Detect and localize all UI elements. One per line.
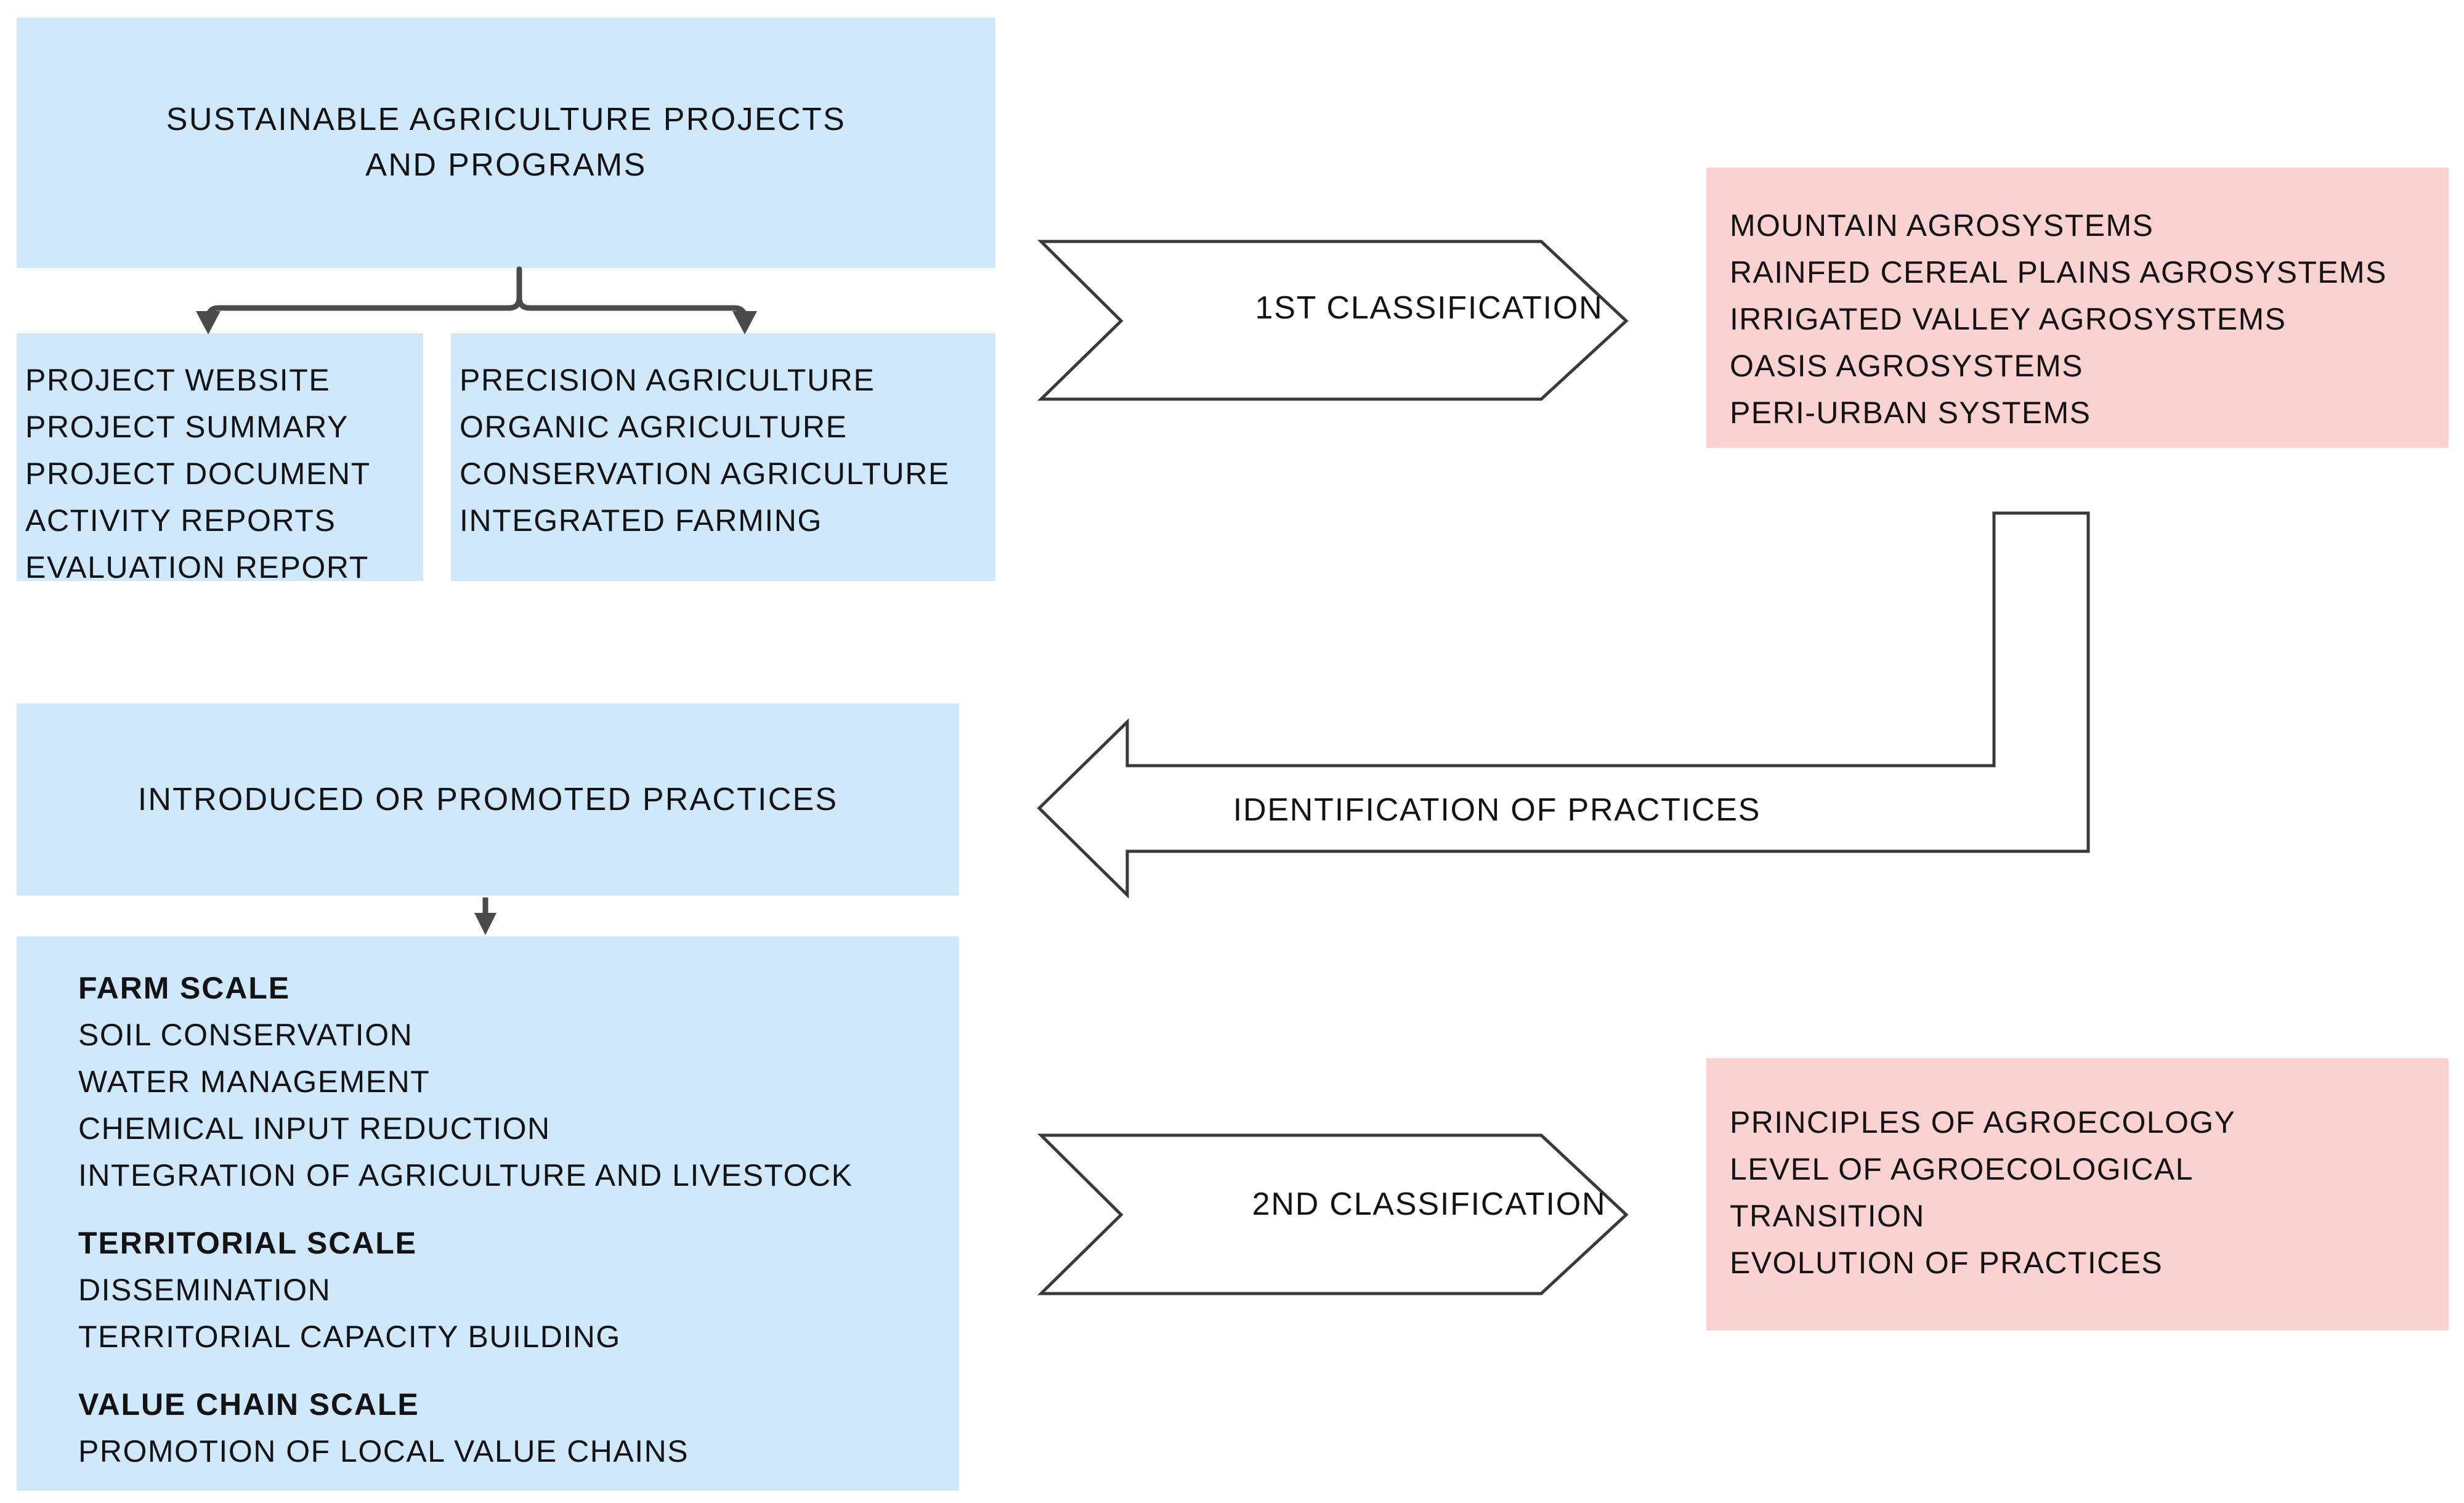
practices-box-title: INTRODUCED OR PROMOTED PRACTICES [137, 782, 838, 817]
list-item: TERRITORIAL CAPACITY BUILDING [78, 1319, 621, 1354]
list-item: PRINCIPLES OF AGROECOLOGY [1730, 1105, 2236, 1140]
agriculture-types-box: PRECISION AGRICULTURE ORGANIC AGRICULTUR… [451, 333, 995, 581]
identification-of-practices-arrow [1037, 511, 2090, 899]
list-item: ORGANIC AGRICULTURE [460, 410, 848, 444]
introduced-or-promoted-practices-box: INTRODUCED OR PROMOTED PRACTICES [17, 703, 959, 896]
list-item: OASIS AGROSYSTEMS [1730, 349, 2083, 383]
scale-heading-territorial: TERRITORIAL SCALE [78, 1226, 417, 1260]
list-item: INTEGRATION OF AGRICULTURE AND LIVESTOCK [78, 1158, 853, 1193]
list-item: RAINFED CEREAL PLAINS AGROSYSTEMS [1730, 255, 2387, 290]
arrowhead-left-icon [196, 311, 221, 334]
projects-box-title-line1: SUSTAINABLE AGRICULTURE PROJECTS [166, 102, 846, 138]
list-item: EVALUATION REPORT [25, 550, 369, 585]
list-item: CHEMICAL INPUT REDUCTION [78, 1111, 551, 1146]
list-item: PERI-URBAN SYSTEMS [1730, 395, 2091, 430]
list-item: IRRIGATED VALLEY AGROSYSTEMS [1730, 302, 2287, 336]
scale-heading-farm: FARM SCALE [78, 971, 290, 1005]
arrowhead-right-icon [732, 311, 757, 334]
list-item: PROJECT WEBSITE [25, 363, 331, 397]
list-item: LEVEL OF AGROECOLOGICAL [1730, 1152, 2194, 1186]
agroecology-box: PRINCIPLES OF AGROECOLOGY LEVEL OF AGROE… [1706, 1058, 2449, 1331]
practices-to-scales-arrow [474, 897, 496, 935]
list-item: DISSEMINATION [78, 1273, 331, 1307]
arrowhead-down-icon [474, 913, 496, 935]
list-item: TRANSITION [1730, 1199, 1925, 1233]
agrosystems-box: MOUNTAIN AGROSYSTEMS RAINFED CEREAL PLAI… [1706, 168, 2449, 448]
list-item: INTEGRATED FARMING [460, 503, 823, 538]
list-item: ACTIVITY REPORTS [25, 503, 336, 538]
list-item: SOIL CONSERVATION [78, 1018, 413, 1052]
first-classification-label: 1ST CLASSIFICATION [1255, 290, 1603, 326]
list-item: CONSERVATION AGRICULTURE [460, 456, 950, 491]
split-bracket-connector [196, 266, 757, 334]
list-item: MOUNTAIN AGROSYSTEMS [1730, 208, 2154, 243]
projects-box-title-line2: AND PROGRAMS [365, 147, 647, 183]
spacer [78, 1199, 959, 1220]
second-classification-label: 2ND CLASSIFICATION [1252, 1186, 1607, 1222]
identification-of-practices-label: IDENTIFICATION OF PRACTICES [1233, 792, 1761, 828]
list-item: PRECISION AGRICULTURE [460, 363, 875, 397]
spacer [78, 1360, 959, 1381]
scale-heading-value-chain: VALUE CHAIN SCALE [78, 1387, 419, 1422]
projects-box-title: SUSTAINABLE AGRICULTURE PROJECTS AND PRO… [166, 97, 846, 188]
list-item: PROJECT SUMMARY [25, 410, 349, 444]
list-item: WATER MANAGEMENT [78, 1064, 431, 1099]
project-documents-box: PROJECT WEBSITE PROJECT SUMMARY PROJECT … [17, 333, 423, 585]
list-item: EVOLUTION OF PRACTICES [1730, 1246, 2163, 1280]
list-item: PROMOTION OF LOCAL VALUE CHAINS [78, 1434, 689, 1469]
practice-scales-box: FARM SCALE SOIL CONSERVATION WATER MANAG… [17, 936, 959, 1491]
list-item: PROJECT DOCUMENT [25, 456, 371, 491]
sustainable-agriculture-projects-box: SUSTAINABLE AGRICULTURE PROJECTS AND PRO… [17, 18, 995, 268]
